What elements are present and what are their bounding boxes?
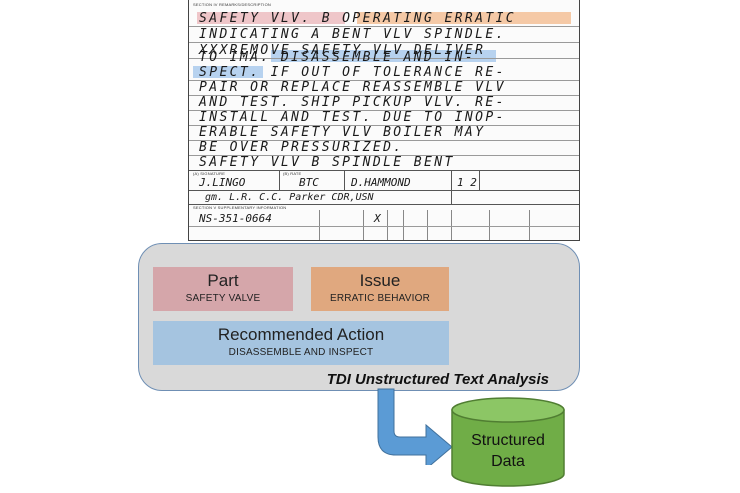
form-stock-number: NS-351-0664	[199, 212, 272, 225]
ruled-line	[189, 140, 579, 141]
form-section-header: SECTION IV REMARKS/DESCRIPTION	[193, 2, 272, 7]
form-line-10: BE OVER PRESSURIZED.	[199, 140, 404, 155]
form-grid-line	[387, 210, 388, 240]
form-line-4: TO IMA. DISASSEMBLE AND IN-	[199, 50, 476, 65]
form-mark: X	[374, 212, 381, 225]
form-line-9: ERABLE SAFETY VLV BOILER MAY	[199, 125, 486, 140]
highlight-action-2	[193, 66, 263, 78]
form-line-8: INSTALL AND TEST. DUE TO INOP-	[199, 110, 506, 125]
ruled-line	[189, 125, 579, 126]
form-line-11: SAFETY VLV B SPINDLE BENT	[199, 155, 455, 170]
form-grid-line	[363, 210, 364, 240]
form-divider	[451, 190, 452, 204]
form-line-1: SAFETY VLV. B OPERATING ERRATIC	[199, 11, 517, 26]
scanned-maintenance-form: SECTION IV REMARKS/DESCRIPTION SAFETY VL…	[188, 0, 580, 241]
form-line-5: SPECT. IF OUT OF TOLERANCE RE-	[199, 65, 506, 80]
structured-data-label: Structured Data	[448, 430, 568, 472]
form-row-border	[189, 170, 579, 171]
form-grid-line	[451, 210, 452, 240]
action-title: Recommended Action	[217, 325, 385, 344]
recommended-action-card: Recommended Action DISASSEMBLE AND INSPE…	[153, 321, 449, 365]
form-line-3: XXXREMOVE SAFETY VLV DELIVER	[199, 43, 486, 58]
highlight-part	[197, 12, 345, 24]
highlight-issue	[357, 12, 571, 24]
form-divider	[479, 170, 480, 190]
form-divider	[451, 170, 452, 190]
form-grid-line	[489, 210, 490, 240]
part-title: Part	[207, 271, 239, 290]
ruled-line	[189, 26, 579, 27]
form-divider	[344, 170, 345, 190]
form-line-6: PAIR OR REPLACE REASSEMBLE VLV	[199, 80, 506, 95]
issue-card: Issue ERRATIC BEHAVIOR	[311, 267, 449, 311]
ruled-line	[189, 42, 579, 43]
form-line-2: INDICATING A BENT VLV SPINDLE.	[199, 27, 506, 42]
field-label-signature: (A) SIGNATURE	[193, 171, 226, 176]
structured-data-line-2: Data	[491, 453, 525, 470]
panel-label: TDI Unstructured Text Analysis	[326, 371, 549, 388]
form-count: 1 2	[457, 176, 477, 189]
part-value: SAFETY VALVE	[185, 293, 261, 304]
form-section-5-header: SECTION V SUPPLEMENTARY INFORMATION	[193, 205, 287, 210]
field-label-rate: (B) RATE	[283, 171, 302, 176]
form-signature: gm. L.R. C.C. Parker CDR,USN	[205, 192, 374, 203]
issue-title: Issue	[359, 271, 401, 290]
form-divider	[279, 170, 280, 190]
form-grid-line	[403, 210, 404, 240]
ruled-line	[189, 95, 579, 96]
ruled-line	[189, 58, 579, 59]
form-rate-1: BTC	[299, 176, 319, 189]
ruled-line	[189, 80, 579, 81]
form-grid-line	[319, 210, 320, 240]
database-cylinder-icon	[451, 397, 565, 487]
part-card: Part SAFETY VALVE	[153, 267, 293, 311]
form-grid-line	[529, 210, 530, 240]
form-name-1: J.LINGO	[199, 176, 246, 189]
form-row-border	[189, 190, 579, 191]
issue-value: ERRATIC BEHAVIOR	[329, 293, 431, 304]
form-grid-line	[427, 210, 428, 240]
form-row-border	[189, 204, 579, 205]
action-value: DISASSEMBLE AND INSPECT	[228, 347, 374, 358]
flow-arrow-icon	[377, 388, 453, 465]
form-line-7: AND TEST. SHIP PICKUP VLV. RE-	[199, 95, 506, 110]
ruled-line	[189, 155, 579, 156]
highlight-action-1	[271, 50, 496, 62]
structured-data-line-1: Structured	[471, 432, 545, 449]
form-name-2: D.HAMMOND	[351, 176, 411, 189]
ruled-line	[189, 226, 579, 227]
tdi-analysis-panel: Part SAFETY VALVE Issue ERRATIC BEHAVIOR…	[138, 243, 580, 391]
ruled-line	[189, 110, 579, 111]
